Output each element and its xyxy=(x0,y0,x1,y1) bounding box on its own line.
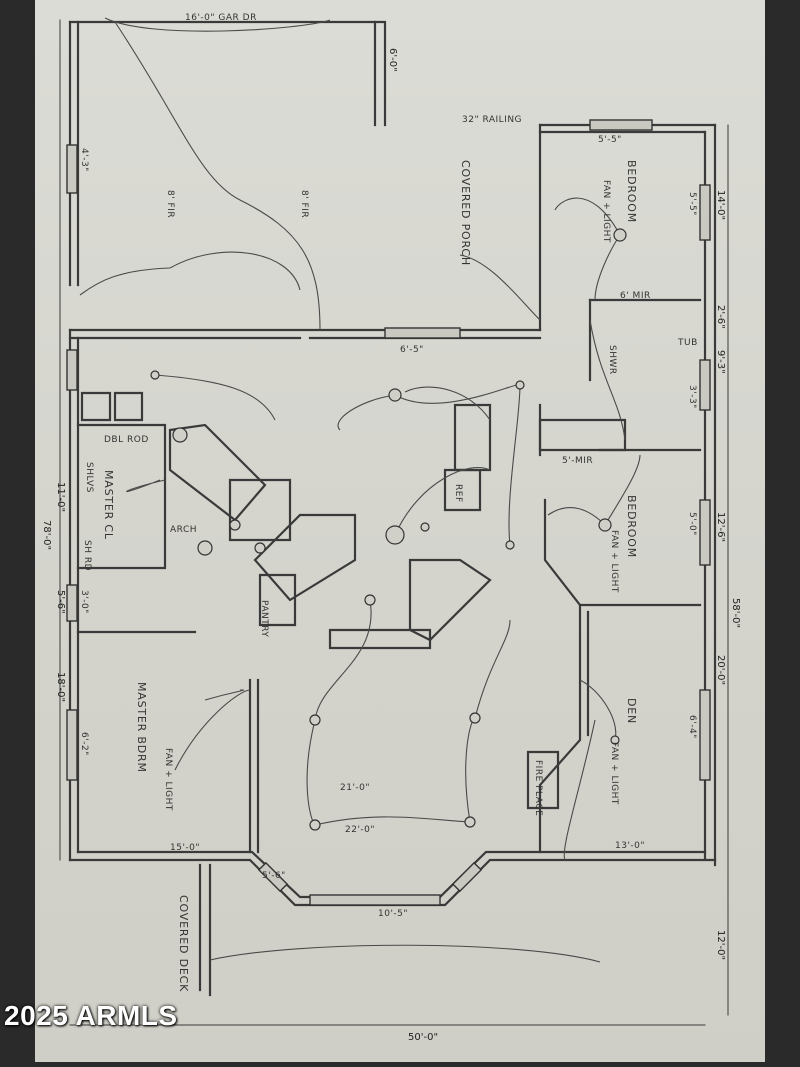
den-wall xyxy=(538,603,582,854)
dimension-left-56: 5'-6" xyxy=(55,590,66,614)
dimension-bottom-50: 50'-0" xyxy=(408,1032,438,1043)
label-dim-21: 21'-0" xyxy=(340,783,370,793)
label-dim-15: 15'-0" xyxy=(170,843,200,853)
dryer xyxy=(113,391,144,422)
label-window-65: 6'-5" xyxy=(400,345,424,355)
label-covered-porch: COVERED PORCH xyxy=(459,160,472,266)
label-bedroom-1-window-top: 5'-5" xyxy=(598,135,622,145)
dimension-left-11: 11'-0" xyxy=(55,482,66,512)
label-garage-door: 16'-0" GAR DR xyxy=(185,13,257,23)
label-den-fan: FAN + LIGHT xyxy=(609,742,619,805)
label-shelves: SHLVS xyxy=(84,462,94,493)
label-garage-depth: 6'-0" xyxy=(387,48,398,72)
label-mirror-2: 5'-MIR xyxy=(562,456,593,466)
dimension-left-78: 78'-0" xyxy=(41,520,52,550)
label-dim-22: 22'-0" xyxy=(345,825,375,835)
dimension-right-14: 14'-0" xyxy=(715,190,726,220)
label-bedroom-1-window: 5'-5" xyxy=(687,192,697,216)
vanity xyxy=(538,418,627,452)
bedroom1-window xyxy=(699,184,711,241)
dimension-right-12a: 12'-6" xyxy=(715,512,726,542)
label-covered-deck: COVERED DECK xyxy=(177,895,190,992)
dimension-right-20: 20'-0" xyxy=(715,655,726,685)
dimension-right-12b: 12'-0" xyxy=(715,930,726,960)
label-shower: SHWR xyxy=(607,345,617,375)
bedroom2-wall xyxy=(543,498,702,607)
label-bedroom-2-window: 5'-0" xyxy=(687,512,697,536)
label-pantry: PANTRY xyxy=(259,600,269,637)
kitchen-counter-1 xyxy=(453,403,492,472)
label-fireplace: FIRE PLACE xyxy=(533,760,543,816)
label-railing: 32" RAILING xyxy=(462,115,522,125)
garage-window xyxy=(66,144,78,194)
kitchen-counter-2 xyxy=(408,558,492,642)
label-dim-13: 13'-0" xyxy=(615,841,645,851)
label-window-30: 3'-0" xyxy=(79,590,89,614)
tub xyxy=(228,478,292,542)
ref-box xyxy=(443,468,482,512)
label-mirror-1: 6' MIR xyxy=(620,291,651,301)
label-arch: ARCH xyxy=(170,525,197,535)
label-bedroom-1-fan: FAN + LIGHT xyxy=(601,180,611,243)
closet-walls xyxy=(76,423,167,570)
label-garage-window: 4'-3" xyxy=(79,148,89,172)
label-dbl-rod: DBL ROD xyxy=(104,435,149,445)
dimension-right-93: 9'-3" xyxy=(715,350,726,374)
label-window-56: 5'-6" xyxy=(262,871,286,881)
fireplace-box xyxy=(526,750,560,810)
bar-counter xyxy=(328,628,432,650)
label-master-fan: FAN + LIGHT xyxy=(163,748,173,811)
label-bedroom-2: BEDROOM xyxy=(625,495,638,558)
double-sink xyxy=(253,513,357,602)
label-fir-2: 8' FIR xyxy=(299,190,309,218)
bath-vanity xyxy=(168,423,267,522)
label-master-bedroom: MASTER BDRM xyxy=(135,682,148,773)
dimension-right-58: 58'-0" xyxy=(730,598,741,628)
watermark: 2025 ARMLS xyxy=(4,1000,178,1031)
label-fir-1: 8' FIR xyxy=(165,190,175,218)
label-window-105: 10'-5" xyxy=(378,909,408,919)
ceiling-light xyxy=(388,388,402,402)
label-window-62: 6'-2" xyxy=(79,732,89,756)
label-master-closet: MASTER CL xyxy=(102,470,115,540)
label-bedroom-2-fan: FAN + LIGHT xyxy=(609,530,619,593)
label-den: DEN xyxy=(625,698,638,724)
label-shelf-rod: SH RD xyxy=(82,540,92,571)
label-tub: TUB xyxy=(677,338,698,348)
pantry-box xyxy=(258,573,297,627)
washer xyxy=(80,391,112,422)
label-bedroom-1: BEDROOM xyxy=(625,160,638,223)
garage-wall-top xyxy=(68,20,387,127)
label-window-33: 3'-3" xyxy=(687,385,697,409)
dimension-left-18: 18'-0" xyxy=(55,672,66,702)
label-ref: REF xyxy=(453,484,463,503)
dimension-right-26: 2'-6" xyxy=(715,305,726,329)
label-window-64: 6'-4" xyxy=(687,715,697,739)
